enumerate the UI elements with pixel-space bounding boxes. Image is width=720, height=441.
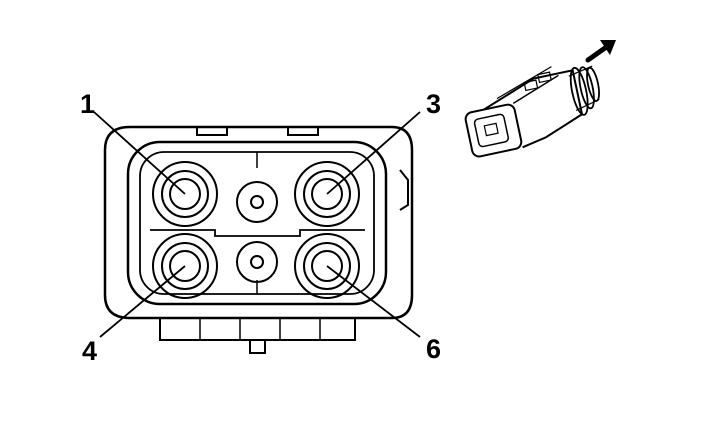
pin-cavity-3	[294, 161, 360, 227]
top-tab-right	[287, 126, 319, 136]
pin-cavity-2	[236, 181, 278, 223]
pin-label-1: 1	[80, 89, 95, 119]
bottom-key	[249, 340, 266, 354]
pin-cavity-4	[152, 233, 218, 299]
housing-outline	[103, 125, 414, 320]
side-latch	[399, 169, 409, 211]
pin-label-3: 3	[426, 89, 441, 119]
leader-line-1	[93, 111, 186, 195]
pin-label-6: 6	[426, 334, 441, 364]
connector-side-view-icon	[464, 65, 600, 158]
pin-cavity-5	[236, 241, 278, 283]
cavity-partition	[150, 229, 365, 237]
pin-cavity-6	[294, 233, 360, 299]
top-tab-left	[196, 126, 228, 136]
leader-line-4	[99, 265, 186, 338]
seal-ring-outer	[126, 140, 388, 306]
leader-lines	[93, 111, 421, 338]
arrow-up-right-icon	[585, 40, 616, 63]
connector-face	[103, 125, 414, 354]
pin-cavity-1	[152, 161, 218, 227]
pin-label-4: 4	[82, 336, 97, 366]
leader-line-6	[326, 265, 421, 338]
leader-line-3	[326, 111, 421, 195]
bottom-ribs	[159, 318, 356, 341]
